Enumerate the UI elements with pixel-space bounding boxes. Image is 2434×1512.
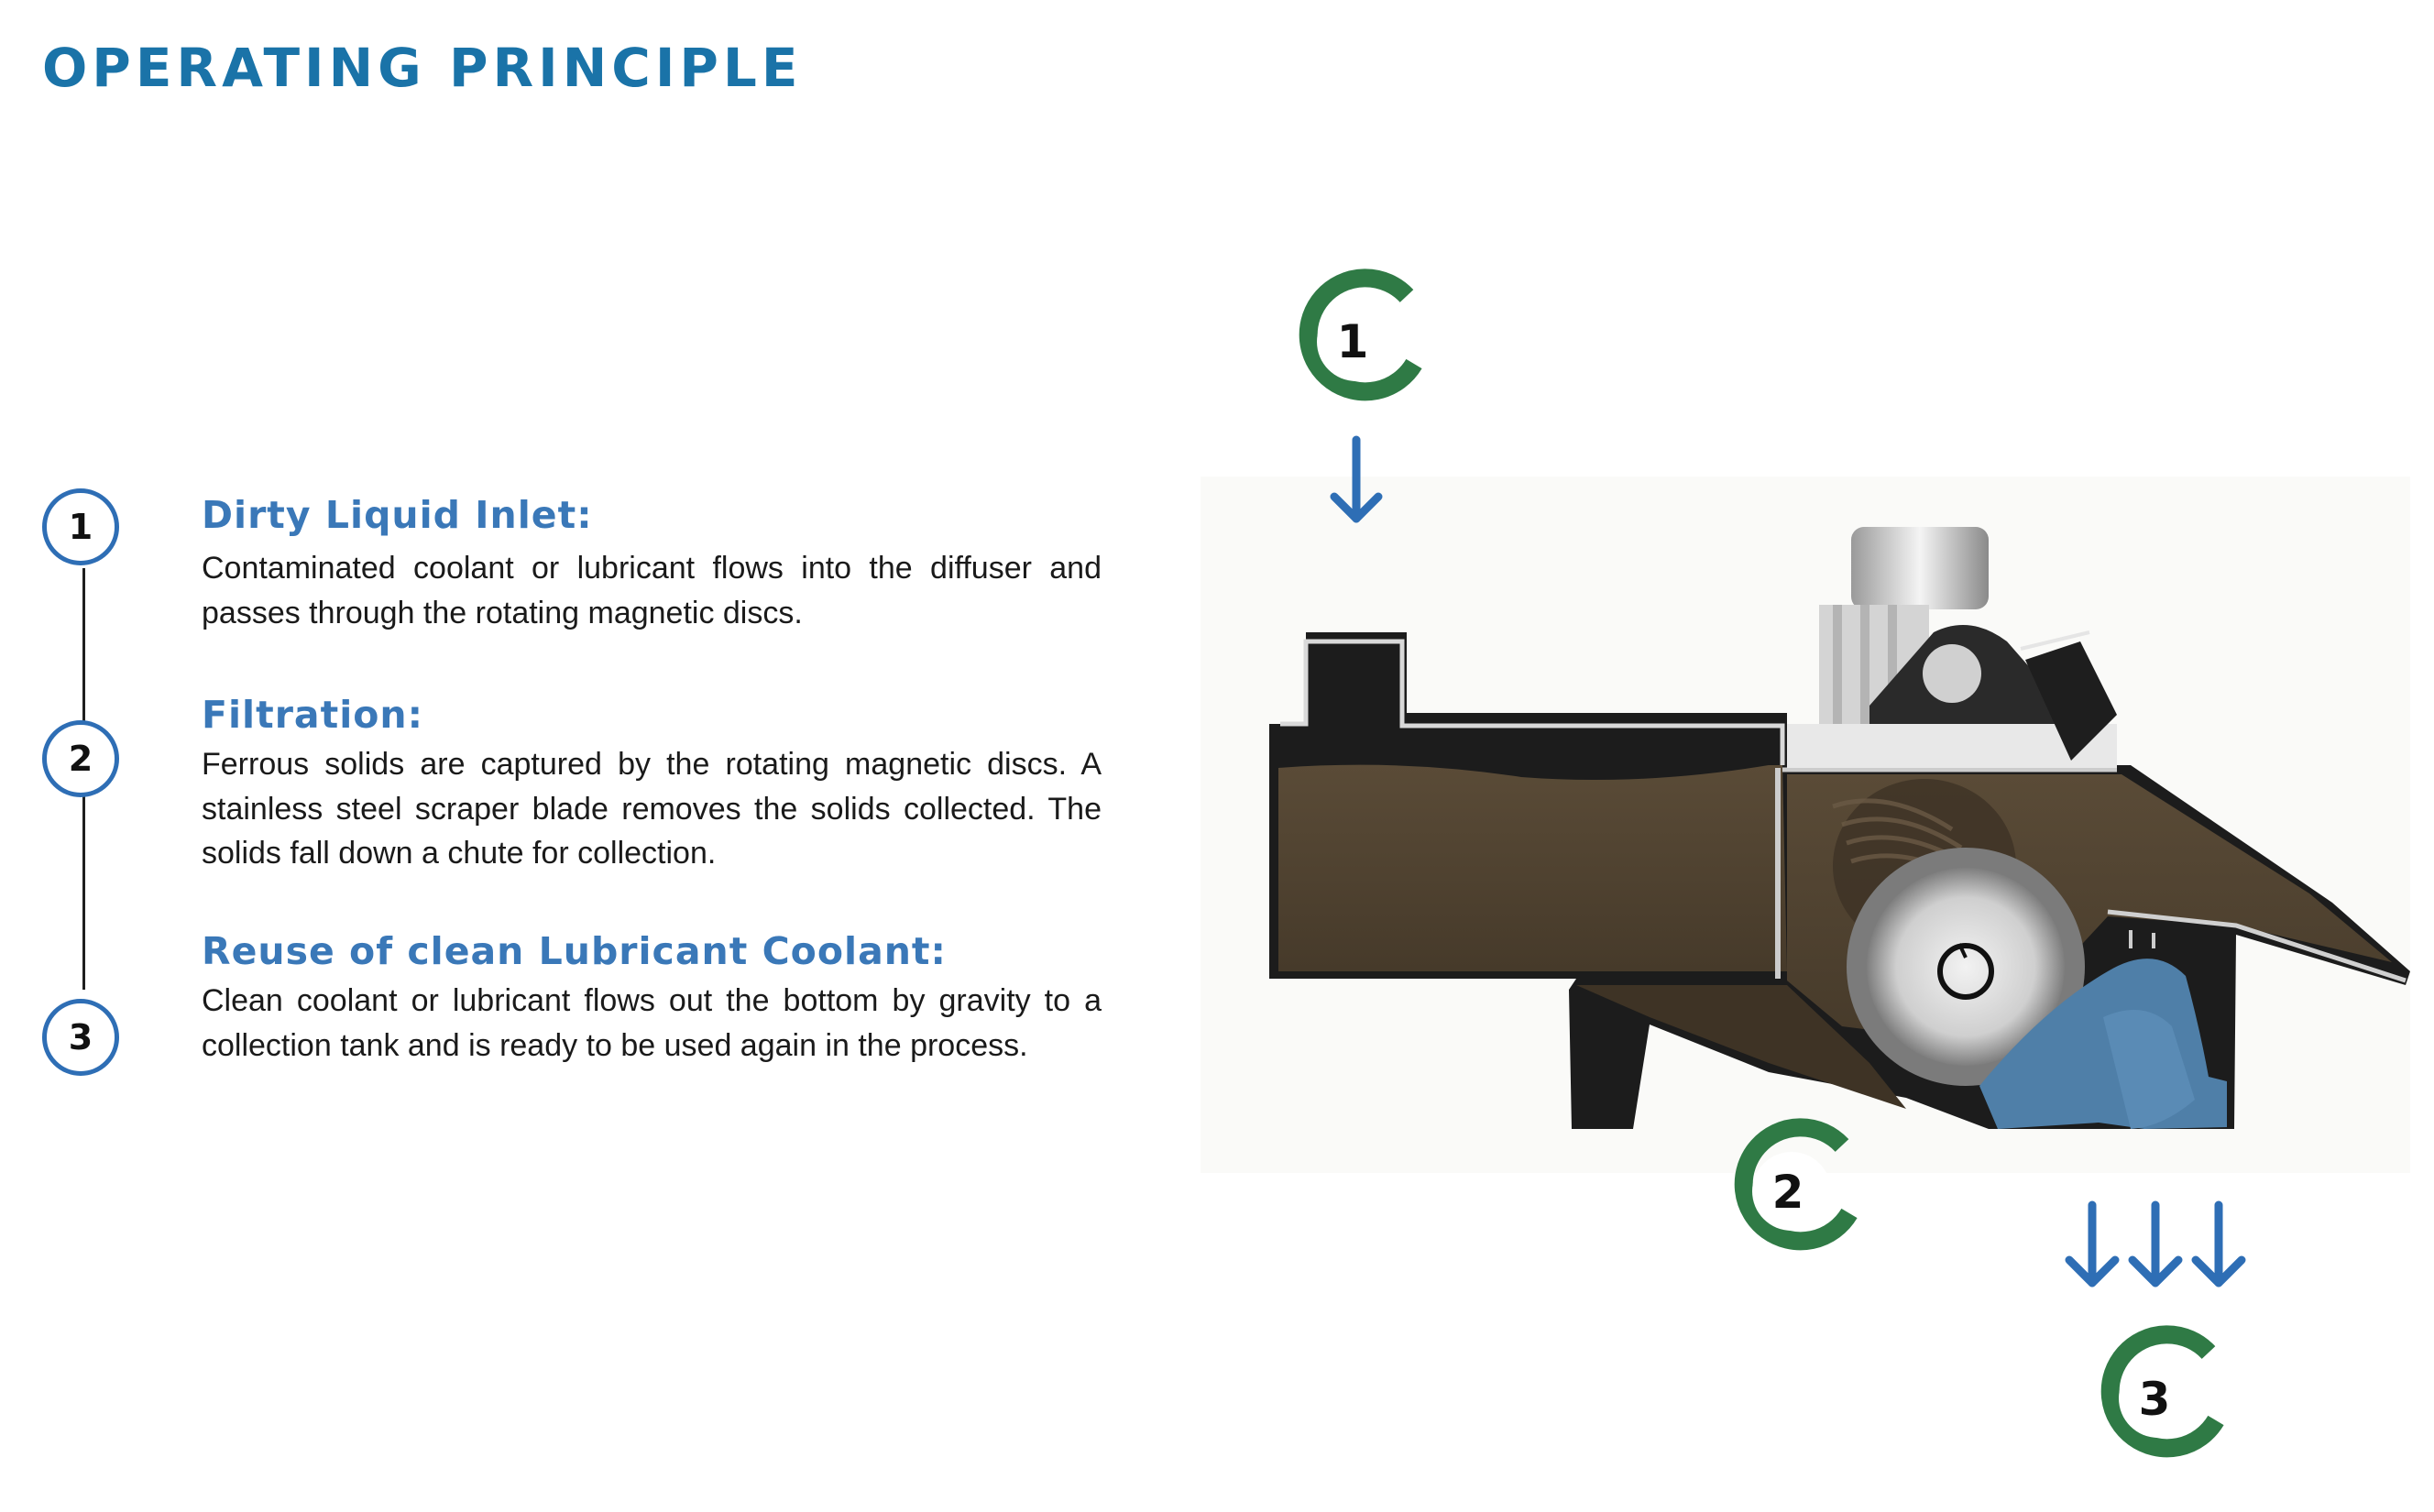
step-3: Reuse of clean Lubricant Coolant: Clean …	[202, 926, 1102, 1068]
filter-diagram: 1	[1201, 268, 2410, 1458]
step-3-number: 3	[42, 999, 119, 1076]
badge-1-icon: 1	[1299, 268, 1422, 401]
page-title: OPERATING PRINCIPLE	[42, 37, 803, 99]
step-2-heading: Filtration:	[202, 693, 424, 737]
badge-1-label: 1	[1337, 315, 1369, 368]
down-arrow-icon	[1330, 435, 1383, 523]
cutaway-filter-illustration	[1269, 527, 2410, 1129]
step-2-number: 2	[42, 720, 119, 797]
step-3-heading: Reuse of clean Lubricant Coolant:	[202, 929, 947, 973]
step-1-description: Contaminated coolant or lubricant flows …	[202, 551, 1102, 630]
step-2: Filtration: Ferrous solids are captured …	[202, 689, 1102, 876]
step-1: Dirty Liquid Inlet: Contaminated coolant…	[202, 489, 1102, 635]
step-1-heading: Dirty Liquid Inlet:	[202, 493, 593, 537]
badge-2-label: 2	[1772, 1166, 1804, 1219]
badge-3-label: 3	[2139, 1373, 2171, 1426]
down-arrow-icon	[2065, 1200, 2246, 1287]
step-3-description: Clean coolant or lubricant flows out the…	[202, 983, 1102, 1063]
step-1-number: 1	[42, 488, 119, 565]
badge-2-icon: 2	[1734, 1118, 1858, 1251]
step-2-description: Ferrous solids are captured by the rotat…	[202, 747, 1102, 871]
badge-3-icon: 3	[2100, 1325, 2224, 1458]
